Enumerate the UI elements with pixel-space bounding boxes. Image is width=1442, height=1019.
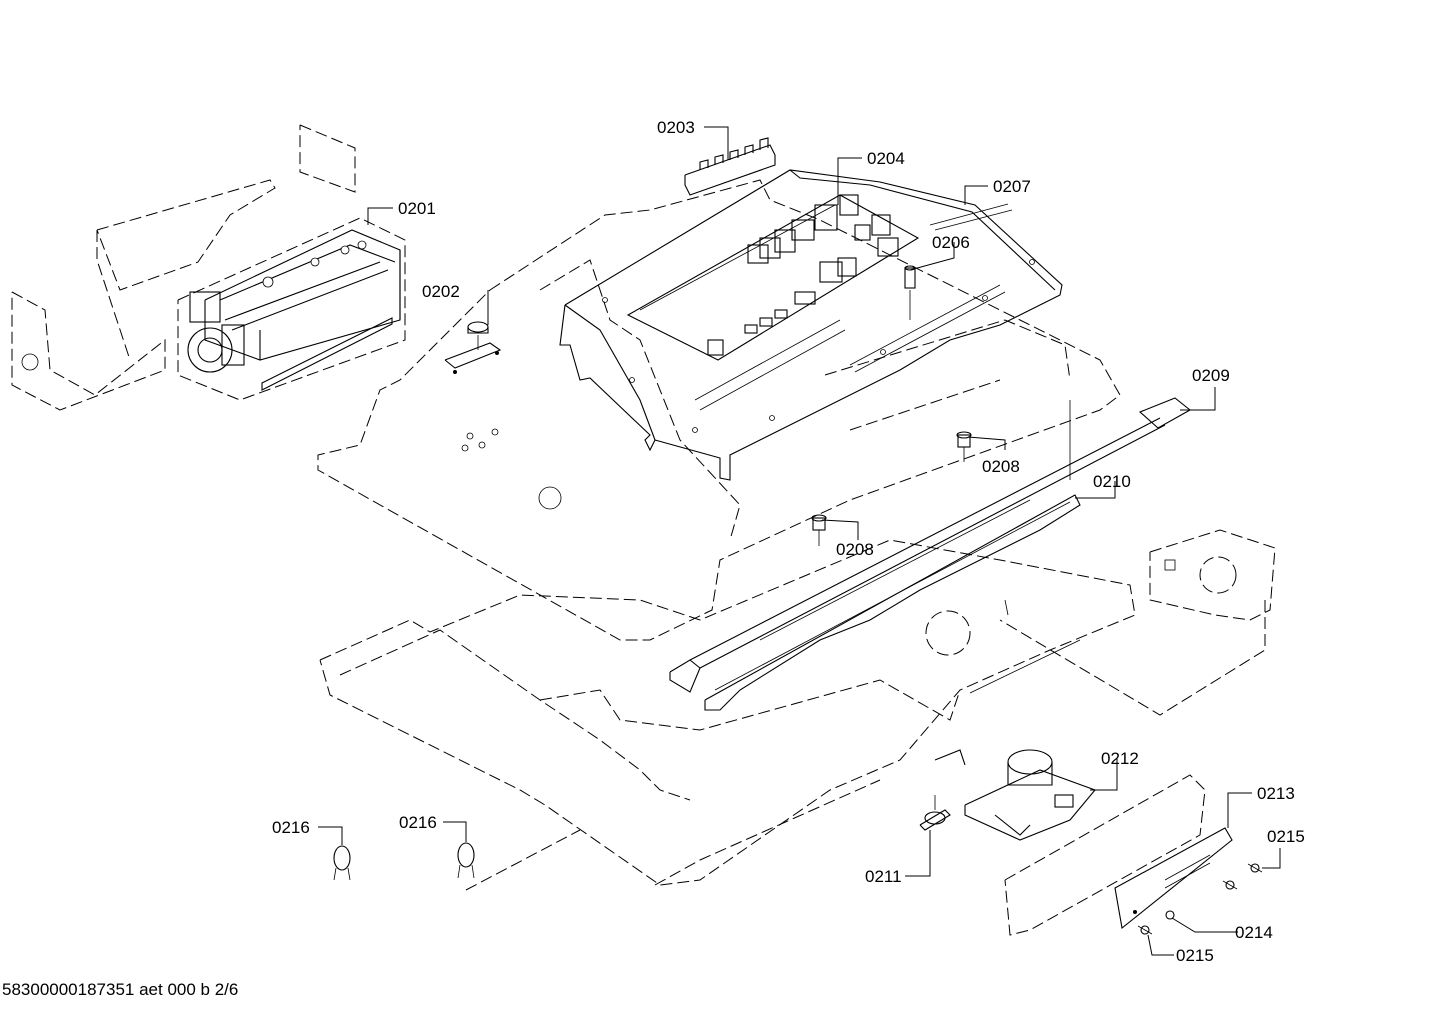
part-0210-rail [704,494,1081,711]
callout-0209: 0209 [1192,366,1230,385]
part-0206-standoff [904,265,916,320]
callout-0210: 0210 [1093,472,1131,491]
callout-0208-a: 0208 [982,457,1020,476]
document-code: 58300000187351 aet 000 b 2/6 [2,980,239,999]
part-0215-screw-b [1137,925,1153,935]
part-0208-spacer-a [956,431,972,462]
part-0209-bracket [669,397,1191,693]
callout-0216-b: 0216 [399,813,437,832]
part-0216-clip-a [333,845,351,881]
part-0214-screw [1165,880,1238,920]
callout-0213: 0213 [1257,784,1295,803]
part-0201-fan-motor [177,217,406,401]
part-0208-spacer-b [811,514,827,546]
leader-lines [318,126,1281,956]
callout-0211: 0211 [865,867,902,886]
bottom-base-tray [319,539,1136,886]
part-0213-cover-plate [1004,774,1233,936]
callout-0208-b: 0208 [836,540,874,559]
callout-0207: 0207 [993,177,1031,196]
middle-base-plate [317,179,1121,641]
callout-0215-b: 0215 [1176,946,1214,965]
right-mount-plate [999,529,1276,716]
part-0207-main-plate [559,169,1063,481]
callout-0214: 0214 [1235,923,1273,942]
callout-0216-a: 0216 [272,818,310,837]
part-0204-control-board [626,194,920,361]
callout-labels: 0201 0202 0203 0204 0206 0207 0208 0208 … [272,118,1305,965]
part-0203-connector [684,137,776,196]
left-back-panel [11,124,356,411]
part-0212-lock-motor [934,749,1096,841]
part-0216-clip-b [457,829,581,891]
callout-0201: 0201 [398,199,436,218]
part-0211-thermostat [919,795,951,831]
callout-0212: 0212 [1101,749,1139,768]
callout-0202: 0202 [422,282,460,301]
part-0202-sensor [444,321,502,374]
part-0215-screw-a [1247,863,1263,873]
callout-0206: 0206 [932,233,970,252]
callout-0203: 0203 [657,118,695,137]
callout-0204: 0204 [867,149,905,168]
callout-0215-a: 0215 [1267,827,1305,846]
